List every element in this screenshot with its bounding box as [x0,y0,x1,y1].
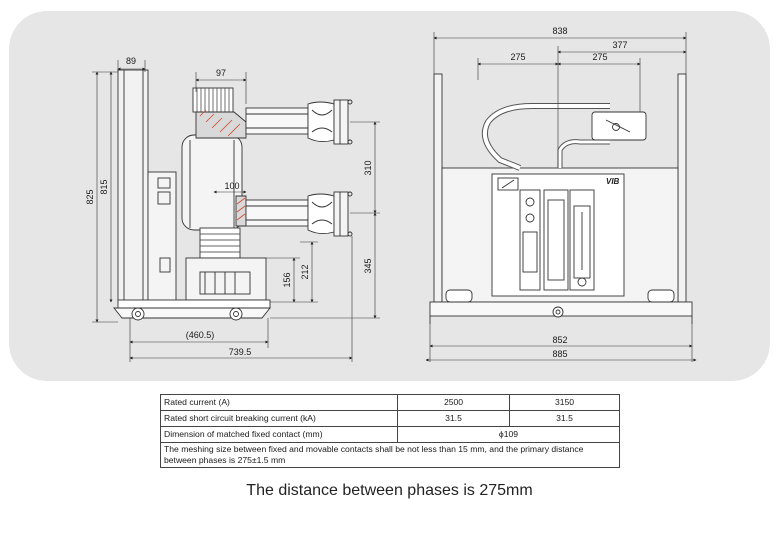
dim-377-label: 377 [612,40,627,50]
caption: The distance between phases is 275mm [246,482,533,499]
value-2500: 2500 [397,394,510,411]
dim-838-label: 838 [552,26,567,36]
value-breaking-2: 31.5 [509,410,620,427]
value-breaking-1: 31.5 [397,410,510,427]
dim-156-label: 156 [282,272,292,287]
row-label: Rated current (A) [160,394,398,411]
table-row: Rated short circuit breaking current (kA… [160,410,620,427]
table-row: Rated current (A) 2500 3150 [160,394,620,411]
dim-212-label: 212 [300,264,310,279]
dim-852-label: 852 [552,335,567,345]
dim-825-label: 825 [85,189,95,204]
dim-885-label: 885 [552,349,567,359]
dim-345-label: 345 [363,258,373,273]
spec-table: Rated current (A) 2500 3150 Rated short … [160,394,620,468]
side-view [113,69,353,321]
value-fixed-contact: ϕ109 [397,426,620,443]
dim-97-label: 97 [216,68,226,78]
dim-89-label: 89 [126,56,136,66]
table-note: The meshing size between fixed and movab… [160,442,620,468]
front-dimension-lines [425,32,697,362]
panel-label: VIB [606,177,620,186]
dim-310-label: 310 [363,160,373,175]
dim-275-left-label: 275 [510,52,525,62]
side-dimension-lines [92,60,380,362]
front-view [429,73,693,324]
dim-275-right-label: 275 [592,52,607,62]
table-row: Dimension of matched fixed contact (mm) … [160,426,620,443]
value-3150: 3150 [509,394,620,411]
dim-460-5-label: (460.5) [186,330,215,340]
dim-739-5-label: 739.5 [229,347,252,357]
row-label: Rated short circuit breaking current (kA… [160,410,398,427]
dim-100-label: 100 [224,181,239,191]
dim-815-label: 815 [99,179,109,194]
table-row: The meshing size between fixed and movab… [160,442,620,468]
row-label: Dimension of matched fixed contact (mm) [160,426,398,443]
